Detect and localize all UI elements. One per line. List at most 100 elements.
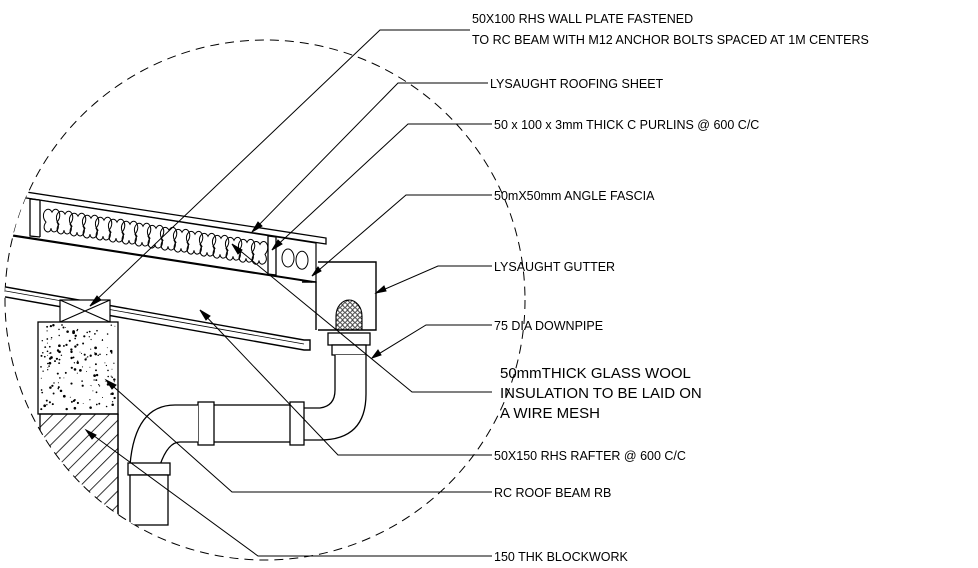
concrete-speck [40, 377, 42, 379]
wool-loop [107, 218, 126, 243]
concrete-speck [74, 337, 77, 340]
concrete-speck [58, 350, 61, 354]
concrete-speck [70, 382, 73, 385]
concrete-speck [63, 377, 65, 379]
concrete-speck [113, 378, 116, 381]
blockwork [39, 413, 119, 560]
concrete-speck [98, 385, 101, 387]
label-rafter: 50X150 RHS RAFTER @ 600 C/C [494, 449, 686, 463]
concrete-speck [70, 400, 73, 403]
concrete-speck [76, 372, 78, 374]
concrete-speck [43, 355, 46, 358]
concrete-speck [46, 330, 48, 332]
wool-loop [172, 228, 191, 253]
concrete-speck [68, 339, 71, 342]
concrete-speck [95, 403, 98, 406]
concrete-speck [95, 379, 98, 382]
concrete-speck [90, 348, 92, 350]
concrete-speck [70, 366, 73, 369]
concrete-speck [93, 379, 95, 381]
label-insulation-line3: A WIRE MESH [500, 405, 600, 422]
leader-lines [84, 29, 492, 557]
label-downpipe: 75 DIA DOWNPIPE [494, 319, 603, 333]
concrete-speck [72, 356, 75, 359]
concrete-speck [87, 356, 89, 358]
concrete-speck [113, 362, 115, 364]
concrete-speck [98, 384, 100, 386]
concrete-speck [65, 343, 68, 347]
concrete-speck [76, 401, 79, 405]
concrete-speck [52, 392, 55, 395]
rafter-inner-line [5, 289, 305, 345]
concrete-speck [49, 352, 52, 354]
concrete-speck [56, 372, 59, 375]
concrete-speck [57, 387, 59, 390]
concrete-speck [107, 375, 109, 378]
concrete-speck [53, 382, 55, 384]
concrete-speck [72, 330, 75, 333]
concrete-speck [105, 364, 108, 367]
concrete-speck [96, 329, 98, 332]
concrete-speck [45, 399, 48, 402]
concrete-speck [111, 376, 113, 379]
concrete-speck [58, 358, 61, 361]
concrete-speck [46, 404, 48, 406]
concrete-speck [90, 338, 92, 341]
concrete-speck [97, 354, 99, 356]
concrete-speck [107, 369, 109, 372]
concrete-speck [94, 333, 96, 335]
concrete-speck [50, 338, 52, 340]
wool-loop [81, 214, 100, 239]
downpipe-horizontal-run [127, 401, 305, 526]
downpipe [299, 332, 371, 441]
concrete-speck [82, 403, 84, 405]
concrete-speck [93, 374, 96, 377]
concrete-speck [58, 344, 61, 348]
concrete-speck [48, 352, 50, 354]
concrete-speck [57, 382, 59, 384]
concrete-speck [113, 381, 115, 383]
concrete-speck [84, 358, 87, 361]
concrete-speck [110, 375, 112, 377]
concrete-speck [46, 350, 49, 353]
concrete-speck [48, 345, 51, 348]
concrete-speck [86, 371, 87, 372]
concrete-speck [111, 368, 113, 370]
concrete-speck [40, 354, 43, 357]
concrete-speck [50, 356, 53, 359]
concrete-speck [89, 385, 91, 387]
angle-fascia [302, 281, 317, 330]
concrete-speck [57, 386, 60, 389]
concrete-speck [40, 366, 42, 368]
concrete-speck [89, 354, 92, 357]
concrete-speck [74, 398, 76, 401]
concrete-speck [106, 333, 109, 335]
concrete-speck [62, 326, 65, 329]
concrete-speck [105, 405, 108, 408]
label-wall-plate-line1: 50X100 RHS WALL PLATE FASTENED [472, 12, 693, 26]
concrete-speck [76, 343, 79, 346]
concrete-speck [77, 360, 79, 362]
label-purlins: 50 x 100 x 3mm THICK C PURLINS @ 600 C/C [494, 118, 759, 132]
wool-loop [237, 238, 256, 263]
concrete-speck [95, 369, 97, 372]
concrete-speck [70, 348, 73, 351]
concrete-speck [43, 404, 47, 408]
concrete-speck [62, 344, 65, 347]
concrete-speck [69, 396, 71, 398]
concrete-speck [50, 336, 53, 339]
concrete-speck [111, 392, 114, 396]
concrete-speck [42, 370, 44, 372]
concrete-speck [47, 362, 49, 365]
wool-loop [159, 226, 178, 251]
concrete-speck [73, 406, 77, 410]
concrete-speck [109, 349, 113, 353]
concrete-speck [65, 407, 68, 411]
concrete-speck [94, 363, 97, 366]
concrete-speck [89, 399, 91, 401]
concrete-speck [49, 324, 53, 328]
wool-loop [133, 222, 152, 247]
concrete-speck [58, 362, 61, 365]
rafter-top-edge [5, 233, 313, 283]
concrete-speck [47, 354, 49, 356]
